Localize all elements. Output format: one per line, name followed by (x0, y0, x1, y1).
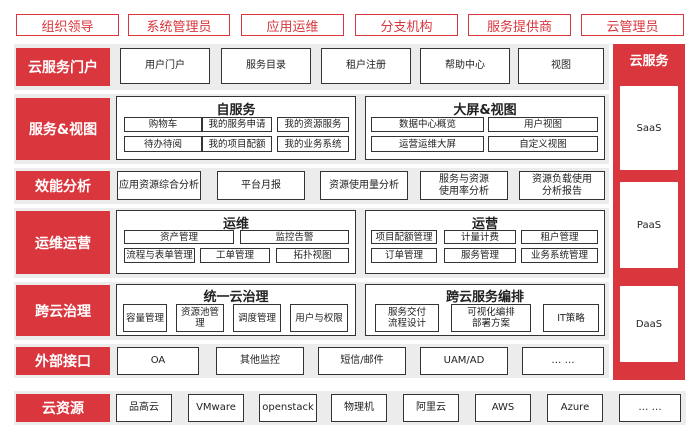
interface-band (14, 344, 609, 378)
resource-vmware: VMware (188, 394, 244, 422)
om-title: 运维 (222, 217, 249, 232)
role-sys-admin: 系统管理员 (128, 14, 230, 36)
portal-service-catalog: 服务目录 (221, 48, 311, 84)
interface-oa: OA (117, 347, 199, 375)
custom-view: 自定义视图 (488, 136, 598, 152)
ticket-management: 工单管理 (200, 248, 270, 263)
service-view-label: 服务&视图 (16, 98, 110, 160)
portal-tenant-register: 租户注册 (321, 48, 411, 84)
analysis-monthly-report: 平台月报 (217, 171, 305, 200)
portal-help-center: 帮助中心 (420, 48, 510, 84)
todo-items: 待办待阅 (124, 136, 202, 152)
workflow-form-management: 流程与表单管理 (124, 248, 195, 263)
paas-box: PaaS (620, 182, 678, 268)
visual-orchestration-plan: 可视化编排 部署方案 (451, 304, 531, 332)
interface-sms-email: 短信/邮件 (318, 347, 406, 375)
resource-aliyun: 阿里云 (403, 394, 459, 422)
my-business-system: 我的业务系统 (277, 136, 349, 152)
delivery-flow-design: 服务交付 流程设计 (375, 304, 439, 332)
user-view: 用户视图 (488, 117, 598, 132)
saas-box: SaaS (620, 86, 678, 170)
capacity-management: 容量管理 (123, 304, 167, 332)
unified-governance-title: 统一云治理 (203, 290, 269, 305)
portal-label: 云服务门户 (16, 48, 110, 86)
analysis-service-utilization: 服务与资源 使用率分析 (420, 171, 508, 200)
metering-billing: 计量计费 (444, 230, 516, 244)
business-system-management: 业务系统管理 (521, 248, 598, 263)
resource-openstack: openstack (259, 394, 317, 422)
analysis-app-resource: 应用资源综合分析 (117, 171, 201, 200)
interface-uam-ad: UAM/AD (420, 347, 508, 375)
asset-management: 资产管理 (124, 230, 234, 244)
analysis-resource-usage: 资源使用量分析 (320, 171, 408, 200)
bigscreen-title: 大屏&视图 (453, 103, 517, 118)
order-management: 订单管理 (371, 248, 437, 263)
analysis-label: 效能分析 (16, 171, 110, 200)
tenant-management: 租户管理 (521, 230, 598, 244)
role-provider: 服务提供商 (468, 14, 571, 36)
role-app-ops: 应用运维 (241, 14, 344, 36)
portal-user-portal: 用户门户 (120, 48, 210, 84)
ops-bigscreen: 运营运维大屏 (371, 136, 484, 152)
resource-physical: 物理机 (331, 394, 387, 422)
ops-label: 运维运营 (16, 211, 110, 274)
resources-label: 云资源 (16, 394, 110, 422)
resource-bingocloud: 品高云 (116, 394, 172, 422)
daas-box: DaaS (620, 286, 678, 362)
resource-more: … … (619, 394, 681, 422)
analysis-load-report: 资源负载使用 分析报告 (519, 171, 605, 200)
users-permissions: 用户与权限 (290, 304, 348, 332)
resource-azure: Azure (547, 394, 603, 422)
analysis-band (14, 168, 609, 204)
governance-label: 跨云治理 (16, 285, 110, 336)
project-quota-management: 项目配额管理 (371, 230, 437, 244)
it-policy: IT策略 (543, 304, 599, 332)
interface-other-monitoring: 其他监控 (216, 347, 304, 375)
cloud-service-title: 云服务 (629, 54, 669, 69)
interface-label: 外部接口 (16, 347, 110, 375)
operation-title: 运营 (471, 217, 498, 232)
scheduling-management: 调度管理 (233, 304, 281, 332)
cloud-service-panel: 云服务 SaaS PaaS DaaS (613, 44, 685, 380)
role-cloud-admin: 云管理员 (581, 14, 684, 36)
role-branch: 分支机构 (355, 14, 458, 36)
my-project-quota: 我的项目配额 (202, 136, 272, 152)
resource-pool-management: 资源池管理 (176, 304, 224, 332)
resource-aws: AWS (475, 394, 531, 422)
my-resource-service: 我的资源服务 (277, 117, 349, 132)
shopping-cart: 购物车 (124, 117, 202, 132)
service-management: 服务管理 (444, 248, 516, 263)
portal-view: 视图 (518, 48, 604, 84)
datacenter-overview: 数据中心概览 (371, 117, 484, 132)
monitoring-alerts: 监控告警 (240, 230, 349, 244)
role-org-leader: 组织领导 (16, 14, 119, 36)
orchestration-title: 跨云服务编排 (445, 290, 524, 305)
topology-view: 拓扑视图 (276, 248, 349, 263)
interface-more: … … (522, 347, 604, 375)
my-service-request: 我的服务申请 (202, 117, 272, 132)
self-service-title: 自服务 (216, 103, 256, 118)
